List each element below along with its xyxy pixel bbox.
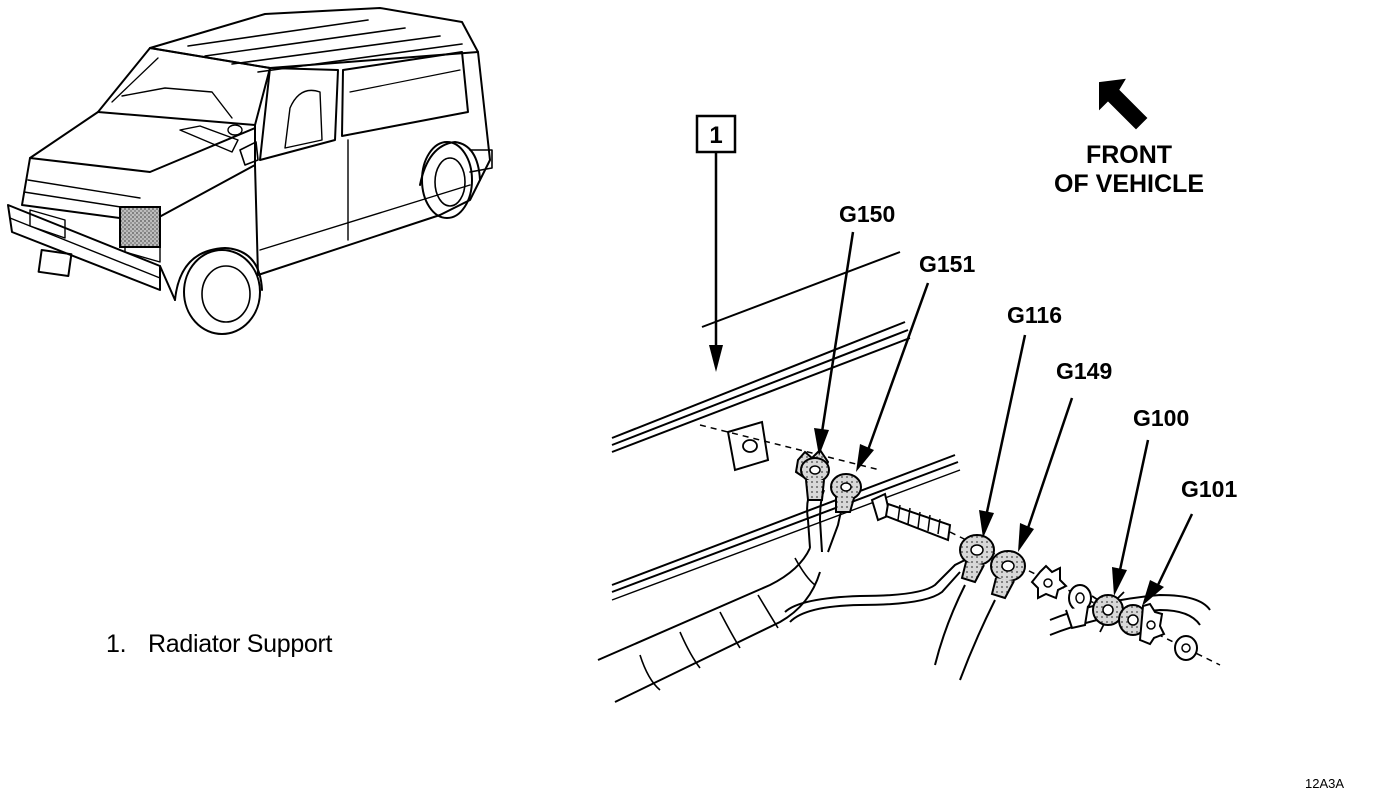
bolt-axis-1 (699, 424, 881, 471)
ground-label-g101: G101 (1181, 476, 1237, 502)
label-group-g149: G149 (1018, 358, 1112, 552)
label-group-g150: G150 (814, 201, 895, 456)
label-group-g101: G101 (1142, 476, 1237, 606)
star-washer (1030, 564, 1068, 600)
location-marker (119, 206, 161, 248)
callout-box (695, 114, 737, 154)
legend-item: 1. Radiator Support (106, 630, 333, 659)
front-direction-line1: FRONT (1086, 141, 1172, 169)
label-group-g116: G116 (979, 302, 1062, 538)
ground-label-g100: G100 (1133, 405, 1189, 431)
label-group-g151: G151 (856, 251, 975, 472)
ground-label-g149: G149 (1056, 358, 1112, 384)
front-direction-line2: OF VEHICLE (1054, 170, 1204, 198)
ring-terminal-g116 (959, 534, 995, 584)
ring-terminal-g149 (990, 550, 1026, 600)
ring-terminal-g150 (794, 448, 830, 501)
radiator-support (611, 251, 961, 601)
legend-number: 1. (106, 630, 127, 658)
van-illustration (7, 7, 493, 335)
weld-nut (726, 420, 770, 472)
figure-id: 12A3A (1305, 776, 1345, 791)
front-arrow-icon (1099, 78, 1148, 130)
ground-label-g116: G116 (1007, 302, 1062, 328)
callout-number: 1 (709, 122, 722, 149)
terminal-cluster-g100-g101 (1065, 584, 1198, 661)
label-group-g100: G100 (1112, 405, 1189, 596)
legend-text: Radiator Support (148, 630, 333, 658)
ground-bolt (870, 492, 952, 542)
ground-label-g150: G150 (839, 201, 895, 227)
ground-label-g151: G151 (919, 251, 975, 277)
callout-leader (709, 152, 723, 372)
ring-terminal-g151 (830, 473, 862, 513)
